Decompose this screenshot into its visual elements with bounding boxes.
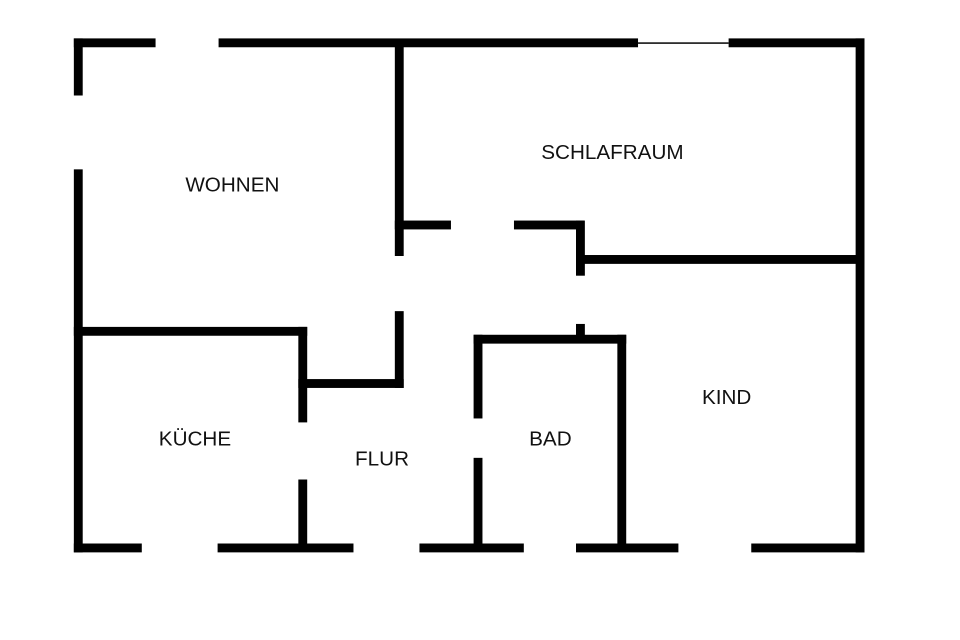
window-line — [638, 42, 729, 44]
wall-top-left — [73, 38, 156, 48]
wall-schlaf-door-right — [513, 220, 584, 230]
wall-bottom-2 — [217, 543, 354, 553]
wall-bottom-1 — [73, 543, 142, 553]
room-label-flur: FLUR — [355, 447, 409, 470]
wall-top-right — [728, 38, 865, 48]
wall-bad-left-lower — [473, 457, 483, 547]
wall-right — [855, 38, 865, 553]
wall-schlaf-corner — [576, 220, 585, 276]
wall-bottom-3 — [419, 543, 524, 553]
wall-kueche-flur-upper — [298, 326, 308, 423]
wall-schlaf-door-left — [394, 220, 451, 230]
wall-wohnen-kueche — [73, 326, 308, 336]
wall-left-upper — [73, 38, 83, 96]
wall-bad-left-upper — [473, 334, 483, 419]
wall-left-lower — [73, 169, 83, 553]
wall-kind-stub — [576, 323, 585, 340]
wall-bad-kind — [617, 334, 627, 547]
wall-kueche-flur-lower — [298, 479, 308, 549]
walls — [73, 38, 865, 553]
room-label-schlafraum: SCHLAFRAUM — [541, 141, 683, 164]
wall-schlaf-kind — [576, 255, 865, 264]
wall-flur-niche — [298, 379, 404, 388]
wall-flur-niche-vertical — [394, 311, 404, 388]
wall-bad-top — [473, 334, 627, 344]
room-label-kind: KIND — [702, 386, 751, 409]
room-label-kueche: KÜCHE — [159, 428, 231, 451]
wall-wohnen-schlaf — [394, 43, 404, 257]
wall-bottom-5 — [751, 543, 865, 553]
room-labels: WOHNEN SCHLAFRAUM KÜCHE FLUR BAD KIND — [159, 141, 752, 470]
wall-top-middle — [218, 38, 639, 48]
room-label-bad: BAD — [529, 428, 571, 451]
wall-bottom-4 — [576, 543, 679, 553]
room-label-wohnen: WOHNEN — [185, 174, 279, 197]
